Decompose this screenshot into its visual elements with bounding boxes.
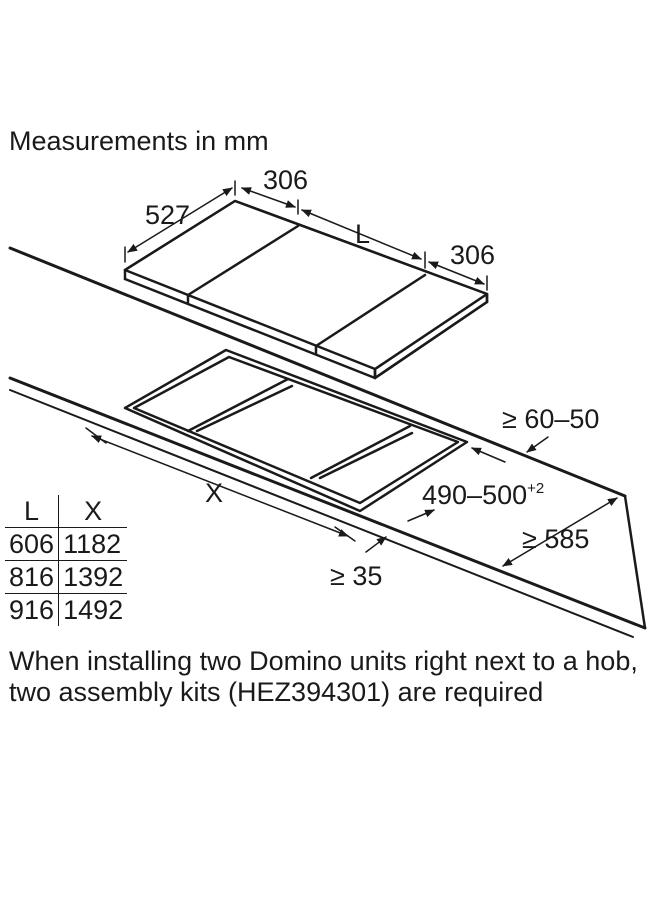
label-depth: 527 [145,200,190,230]
label-cutout-length: X [205,478,223,508]
column-header-l: L [5,495,60,528]
table-cell-x: 1392 [58,560,128,594]
label-left-module-width: 306 [263,165,308,195]
module-divider-left [186,224,300,297]
worktop-right-edge [623,494,647,630]
label-right-module-width: 306 [450,240,495,270]
label-cutout-depth-tolerance: +2 [527,480,544,497]
label-worktop-depth: ≥ 585 [522,524,589,554]
label-cutout-depth: 490–500+2 [422,480,544,510]
worktop-back-edge [8,246,627,498]
dim-line-depth [127,187,233,253]
table-cell-x: 1492 [63,595,124,625]
dimension-table: L X 606 1182 816 1392 916 1492 [5,495,128,626]
table-header-row: L X [5,495,128,528]
label-worktop-thickness: ≥ 60–50 [502,404,599,434]
dim-line-front-distance [365,536,387,553]
dim-line-worktop-thickness [526,436,549,453]
table-cell-l: 816 [5,560,60,594]
label-front-distance: ≥ 35 [330,561,382,591]
table-cell-l: 916 [5,593,60,626]
module-divider-right [314,273,427,348]
column-header-x: X [58,495,128,528]
table-cell-x: 1182 [58,527,128,561]
worktop-cutout [123,348,469,513]
table-cell-l: 606 [5,527,60,561]
label-length: L [355,219,370,249]
label-cutout-depth-value: 490–500 [422,480,527,510]
table-row: 816 1392 [5,560,128,594]
dim-line-cutout-depth [471,447,506,463]
dim-line-right-module [428,261,485,285]
dim-line-length [301,209,422,260]
dim-line-worktop-depth [502,497,618,567]
dim-line-left-module [241,187,296,208]
table-row: 916 1492 [5,593,127,626]
table-row: 606 1182 [5,527,128,561]
installation-note: When installing two Domino units right n… [9,646,638,707]
dim-line-cutout-length [91,435,349,537]
page-title: Measurements in mm [9,126,269,156]
